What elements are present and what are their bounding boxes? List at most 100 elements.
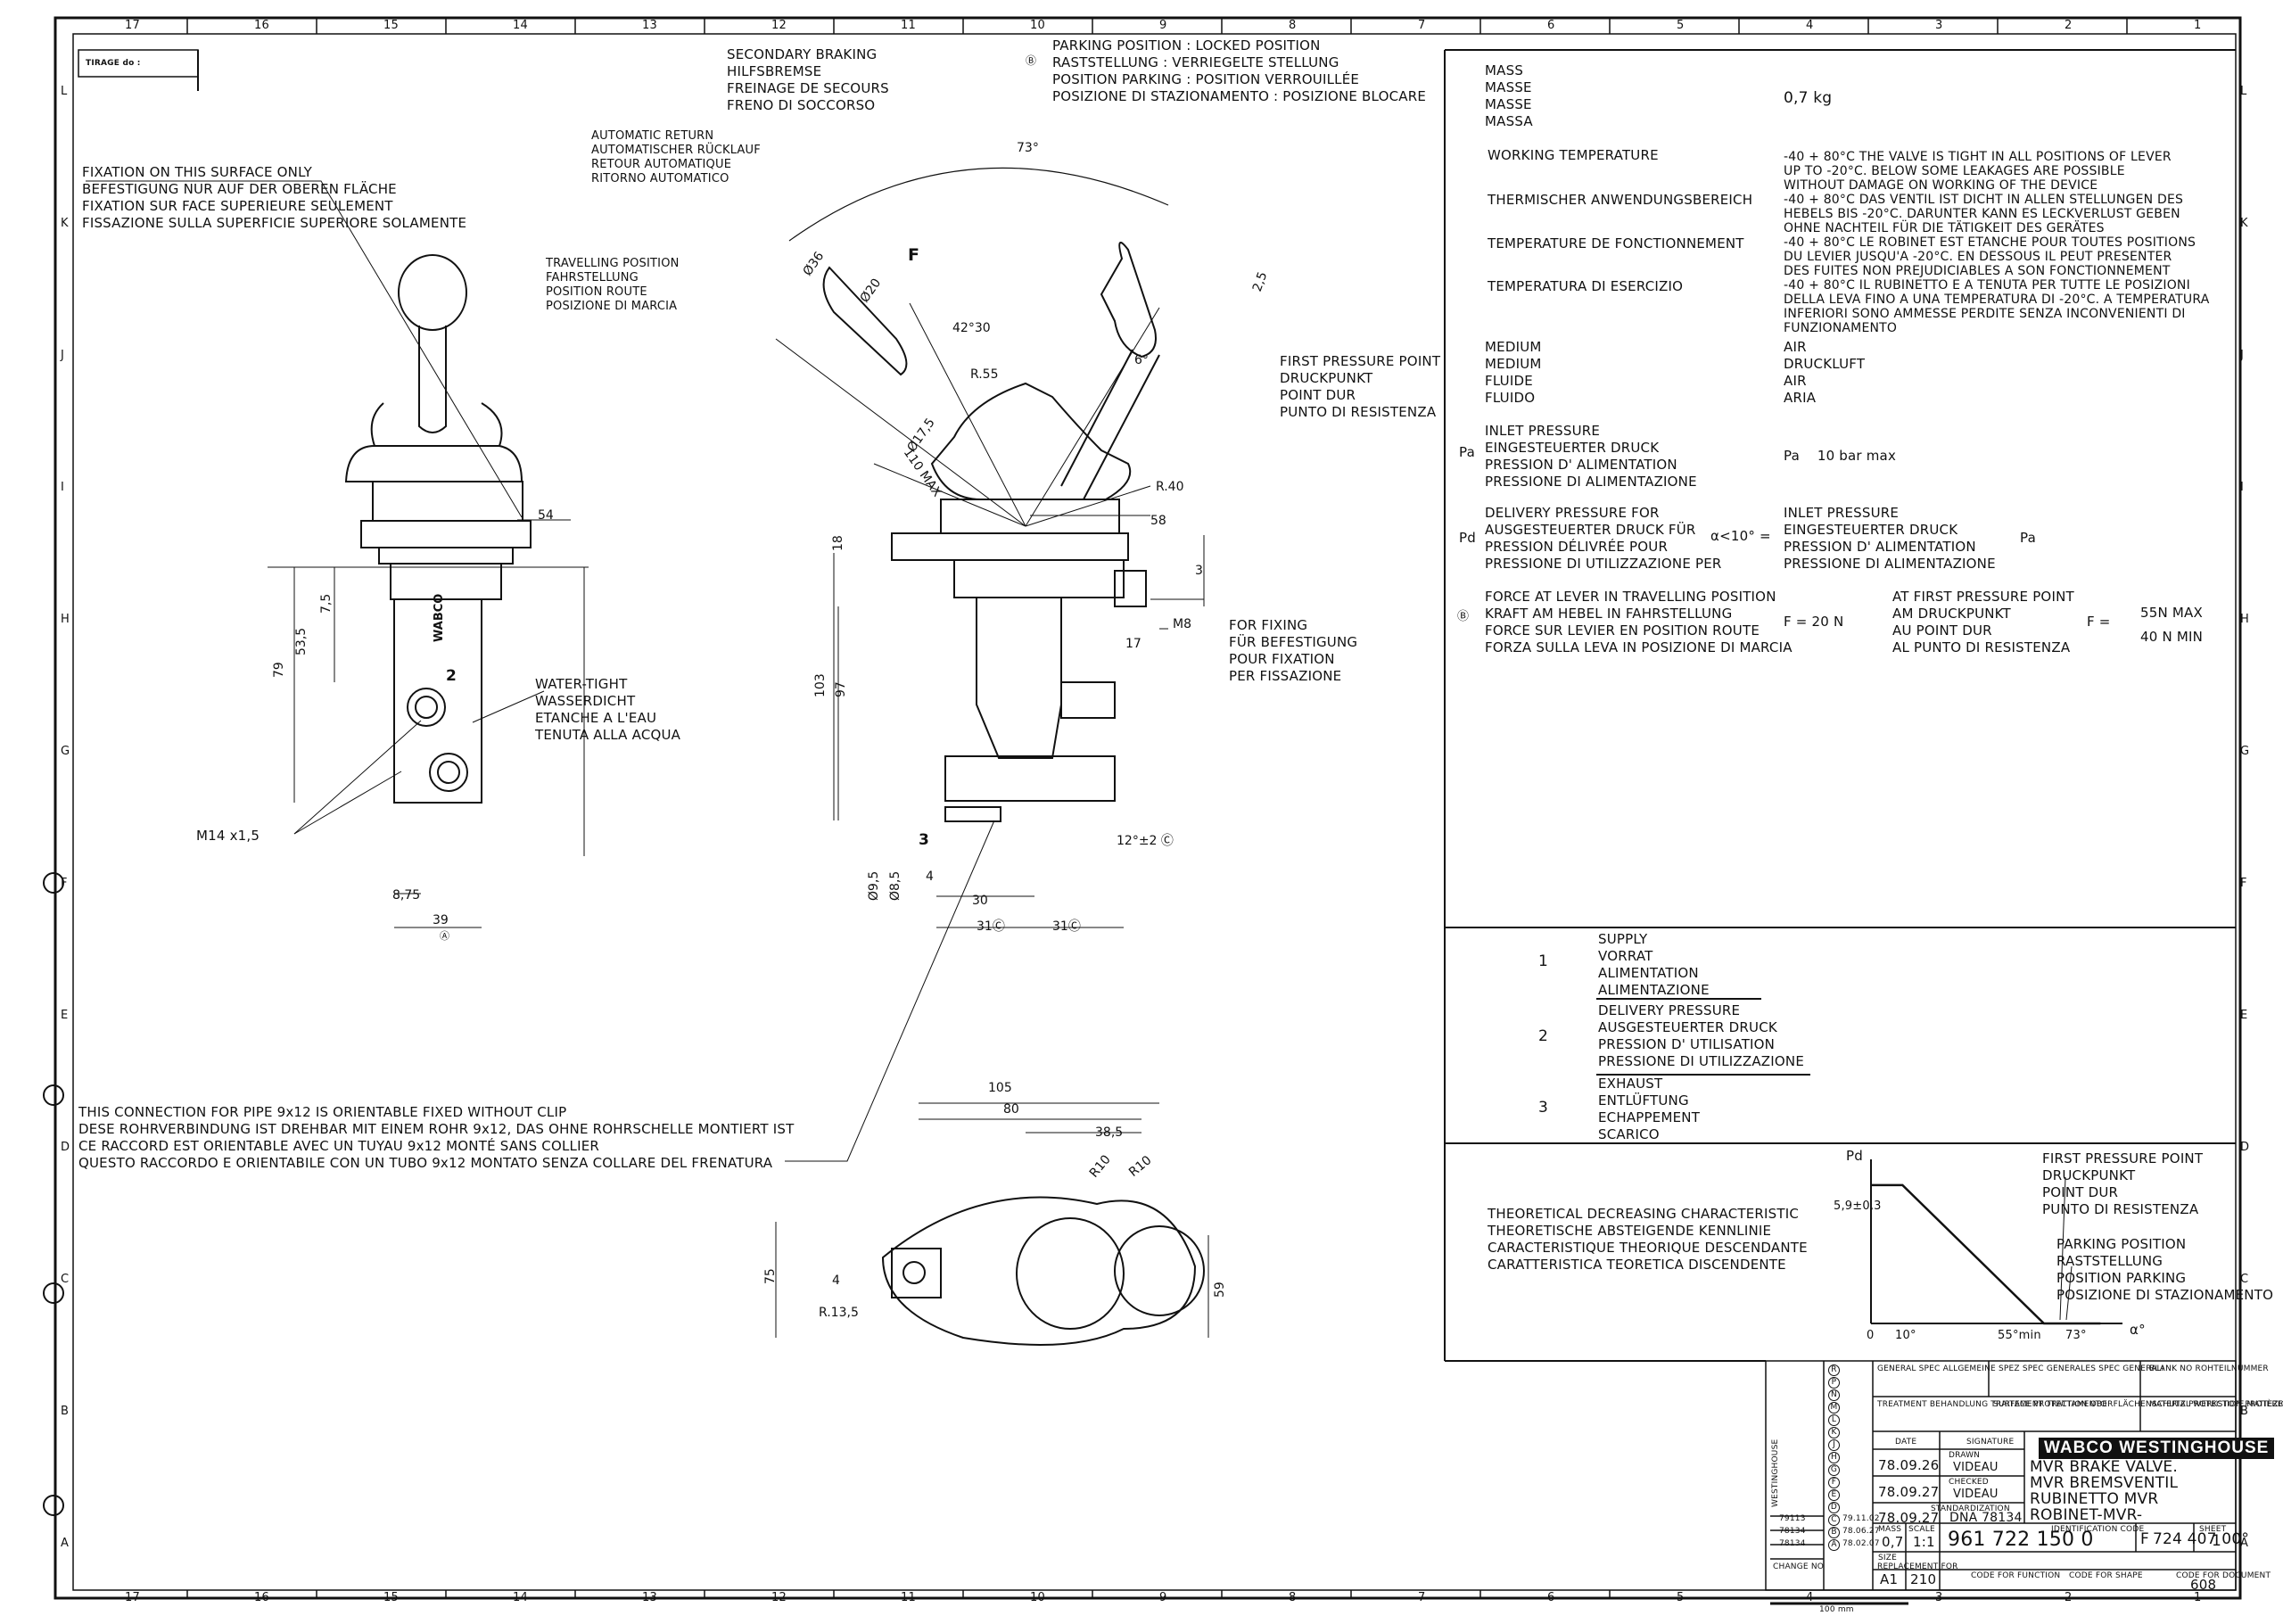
column-number: 2 [2065,19,2073,32]
tb-doc-code: 608 [2190,1577,2217,1593]
column-number: 7 [1418,19,1426,32]
dim-54: 54 [538,508,554,523]
port-name: AUSGESTEUERTER DRUCK [1598,1019,1777,1035]
delivery-label: PRESSIONE DI UTILIZZAZIONE PER [1485,556,1722,572]
first-pressure-line: DRUCKPUNKT [1280,370,1373,386]
pd-symbol: Pd [1459,530,1476,546]
tb-code-document: CODE FOR DOCUMENT [2176,1571,2271,1580]
mass-label: MASSA [1485,113,1533,129]
automatic-return-note: AUTOMATIC RETURN AUTOMATISCHER RÜCKLAUF … [591,129,761,186]
tb-drawn-by: VIDEAU [1953,1461,1999,1474]
port-3-names: EXHAUST ENTLÜFTUNG ECHAPPEMENT SCARICO [1598,1076,1700,1143]
characteristic-line [1871,1183,2101,1325]
port-number: 2 [1538,1027,1549,1045]
temp-value-line: -40 + 80°C DAS VENTIL IST DICHT IN ALLEN… [1784,193,2184,207]
delivery-value: INLET PRESSURE [1784,505,1900,521]
revision-letter: N [1828,1389,1840,1401]
temp-value-line: FUNZIONAMENTO [1784,321,1898,335]
automatic-return-line: AUTOMATIC RETURN [591,129,714,143]
column-number: 12 [771,19,787,32]
tb-checked-label: CHECKED [1949,1478,1989,1487]
body-brand: WABCO [433,593,446,642]
for-fixing-line: PER FISSAZIONE [1229,668,1342,684]
travelling-line: POSITION ROUTE [546,285,647,299]
column-number: 15 [383,19,399,32]
port-name: SUPPLY [1598,931,1648,947]
tb-code-function: CODE FOR FUNCTION [1971,1571,2061,1580]
row-letter: G [61,745,70,758]
delivery-value: PRESSIONE DI ALIMENTAZIONE [1784,556,1996,572]
dim-38-5: 38,5 [1095,1125,1124,1140]
fpp-f-label: F = [2087,614,2111,630]
dim-8-75: 8,75 [392,888,421,903]
fixation-note: FIXATION ON THIS SURFACE ONLY BEFESTIGUN… [82,164,466,232]
dim-a-marker: Ⓐ [440,930,449,942]
force-labels: FORCE AT LEVER IN TRAVELLING POSITION KR… [1485,589,1793,656]
temp-value-line: -40 + 80°C IL RUBINETTO E A TENUTA PER T… [1784,278,2190,293]
dim-m8: M8 [1173,617,1191,631]
dim-r40: R.40 [1156,480,1184,494]
chart-x-tick: 0 [1867,1329,1875,1342]
tb-treatment-header: TREATMENT BEHANDLUNG TRAITEMENT TRATTAME… [1877,1400,2107,1409]
delivery-pa: Pa [2020,530,2036,546]
chart-parking-line: POSIZIONE DI STAZIONAMENTO [2056,1287,2274,1303]
row-letter: G [2240,745,2250,758]
revision-number: 78134 [1779,1527,1806,1536]
chart-fpp-line: FIRST PRESSURE POINT [2042,1150,2204,1166]
travelling-line: TRAVELLING POSITION [546,257,680,270]
column-number: 16 [254,19,269,32]
column-number: 5 [1677,19,1685,32]
column-number: 5 [1677,1591,1685,1604]
row-letter: C [2240,1273,2249,1286]
fixation-line: FIXATION ON THIS SURFACE ONLY [82,164,313,180]
force-marker: Ⓑ [1457,610,1470,623]
characteristic-label: CARATTERISTICA TEORETICA DISCENDENTE [1488,1257,1786,1273]
dim-73: 73° [1017,141,1039,155]
dim-58: 58 [1150,514,1166,528]
temp-label: TEMPERATURE DE FONCTIONNEMENT [1488,235,1744,251]
inlet-label: PRESSION D' ALIMENTATION [1485,457,1677,473]
watertight-note: WATER-TIGHT WASSERDICHT ETANCHE A L'EAU … [535,676,680,744]
tb-std-ref: DNA 78134 [1949,1511,2023,1525]
column-number: 2 [2065,1591,2073,1604]
row-letter: A [2240,1537,2249,1550]
column-number: 8 [1289,1591,1297,1604]
revision-letter: C [1828,1514,1840,1526]
dim-7-5: 7,5 [319,593,334,614]
medium-value: DRUCKLUFT [1784,356,1866,372]
tb-sidebar-company: WESTINGHOUSE [1771,1439,1780,1507]
column-number: 10 [1030,19,1045,32]
chart-y-value: 5,9±0,3 [1834,1199,1882,1213]
column-number: 13 [642,19,657,32]
tb-replacement-label: REPLACEMENT FOR [1877,1562,1958,1571]
dim-31-right: 31Ⓒ [1052,919,1081,934]
port-number: 1 [1538,952,1549,970]
automatic-return-line: AUTOMATISCHER RÜCKLAUF [591,144,761,157]
medium-values: AIR DRUCKLUFT AIR ARIA [1784,339,1865,407]
tb-part-number: 961 722 150 0 [1948,1529,2094,1551]
dim-4: 4 [926,870,934,884]
medium-labels: MEDIUM MEDIUM FLUIDE FLUIDO [1485,339,1542,407]
temp-value-line: INFERIORI SONO AMMESSE PERDITE SENZA INC… [1784,307,2186,321]
binder-hole [43,1282,64,1304]
dim-r55: R.55 [970,367,999,382]
tb-material-header: MATERIAL WERKSTOFF MATIÈRE MATERIALE [2149,1400,2283,1409]
first-pressure-line: FIRST PRESSURE POINT [1280,353,1441,369]
temp-values: -40 + 80°C THE VALVE IS TIGHT IN ALL POS… [1784,150,2210,335]
column-number: 14 [513,1591,528,1604]
row-letter: E [61,1009,69,1022]
port-name: SCARICO [1598,1126,1660,1142]
chart-parking-line: PARKING POSITION [2056,1236,2187,1252]
revision-letter: D [1828,1502,1840,1513]
port-2-label: 2 [446,667,457,685]
watertight-line: ETANCHE A L'EAU [535,710,657,726]
port-name: ALIMENTAZIONE [1598,982,1710,998]
dim-12-deg: 12°±2 Ⓒ [1117,834,1174,848]
tb-checked-date: 78.09.27 [1878,1484,1940,1500]
secondary-braking-note: SECONDARY BRAKING HILFSBREMSE FREINAGE D… [727,46,889,114]
dim-18: 18 [831,535,845,551]
connection-line: CE RACCORD EST ORIENTABLE AVEC UN TUYAU … [78,1138,599,1154]
dim-d8-5: Ø8,5 [888,870,902,901]
temp-value-line: -40 + 80°C THE VALVE IS TIGHT IN ALL POS… [1784,150,2172,164]
